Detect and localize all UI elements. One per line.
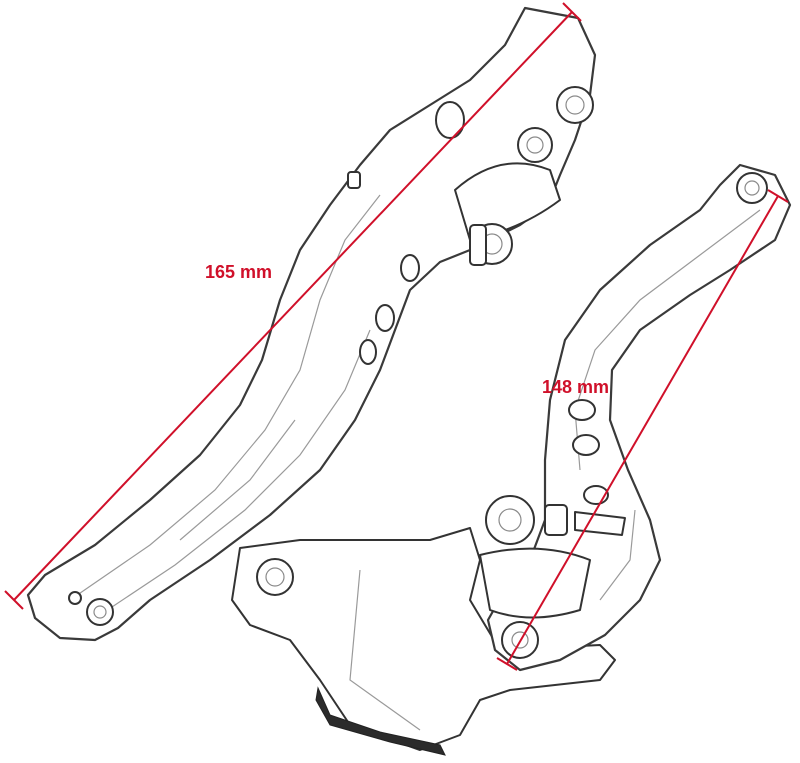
dimension-line-148: [506, 195, 779, 665]
short-lever-pivot-bolt: [485, 495, 535, 545]
short-lever-tip-hole: [736, 172, 768, 204]
short-lever-body: [486, 163, 792, 672]
dimension-165: 165 mm: [4, 2, 582, 610]
long-lever-slot-1: [400, 254, 420, 282]
long-lever-tip-hole: [86, 598, 114, 626]
short-lever-slot-1: [568, 399, 596, 421]
dimension-148: 148 mm: [496, 189, 789, 671]
dimension-label-148: 148 mm: [542, 377, 609, 397]
dimension-label-165: 165 mm: [205, 262, 272, 282]
short-lever-bracket-hole: [256, 558, 294, 596]
long-lever: [26, 6, 597, 642]
long-lever-slot-2: [375, 304, 395, 332]
dimension-line-165: [13, 11, 573, 601]
dimension-tick-165-end: [562, 2, 582, 22]
long-lever-bolt: [517, 127, 553, 163]
long-lever-slot-3: [359, 339, 377, 365]
long-lever-pivot-hole: [556, 86, 594, 124]
short-lever-bracket: [231, 527, 616, 751]
short-lever-slot-2: [572, 434, 600, 456]
dimension-tick-165-start: [4, 590, 24, 610]
dimension-tick-148-start: [496, 657, 518, 671]
dimension-tick-148-end: [767, 189, 789, 203]
